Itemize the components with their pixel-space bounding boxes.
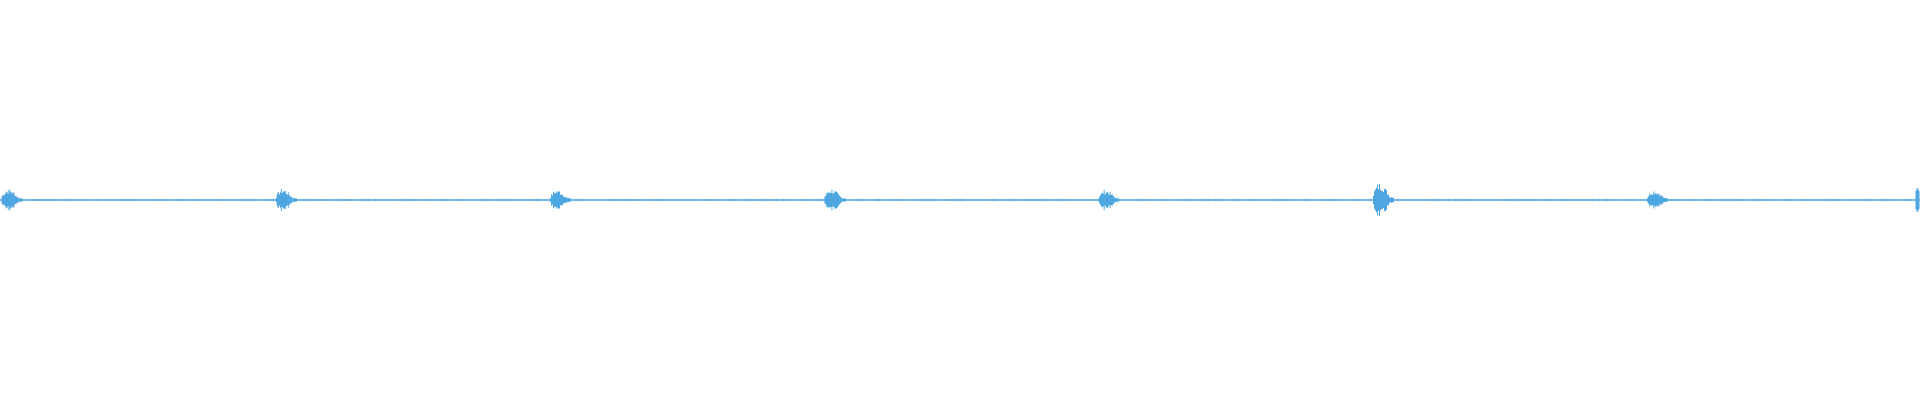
waveform-burst (1373, 183, 1394, 217)
waveform-noise (0, 198, 1918, 202)
waveform-bursts (0, 183, 1920, 217)
waveform-edge-burst (1915, 188, 1920, 212)
